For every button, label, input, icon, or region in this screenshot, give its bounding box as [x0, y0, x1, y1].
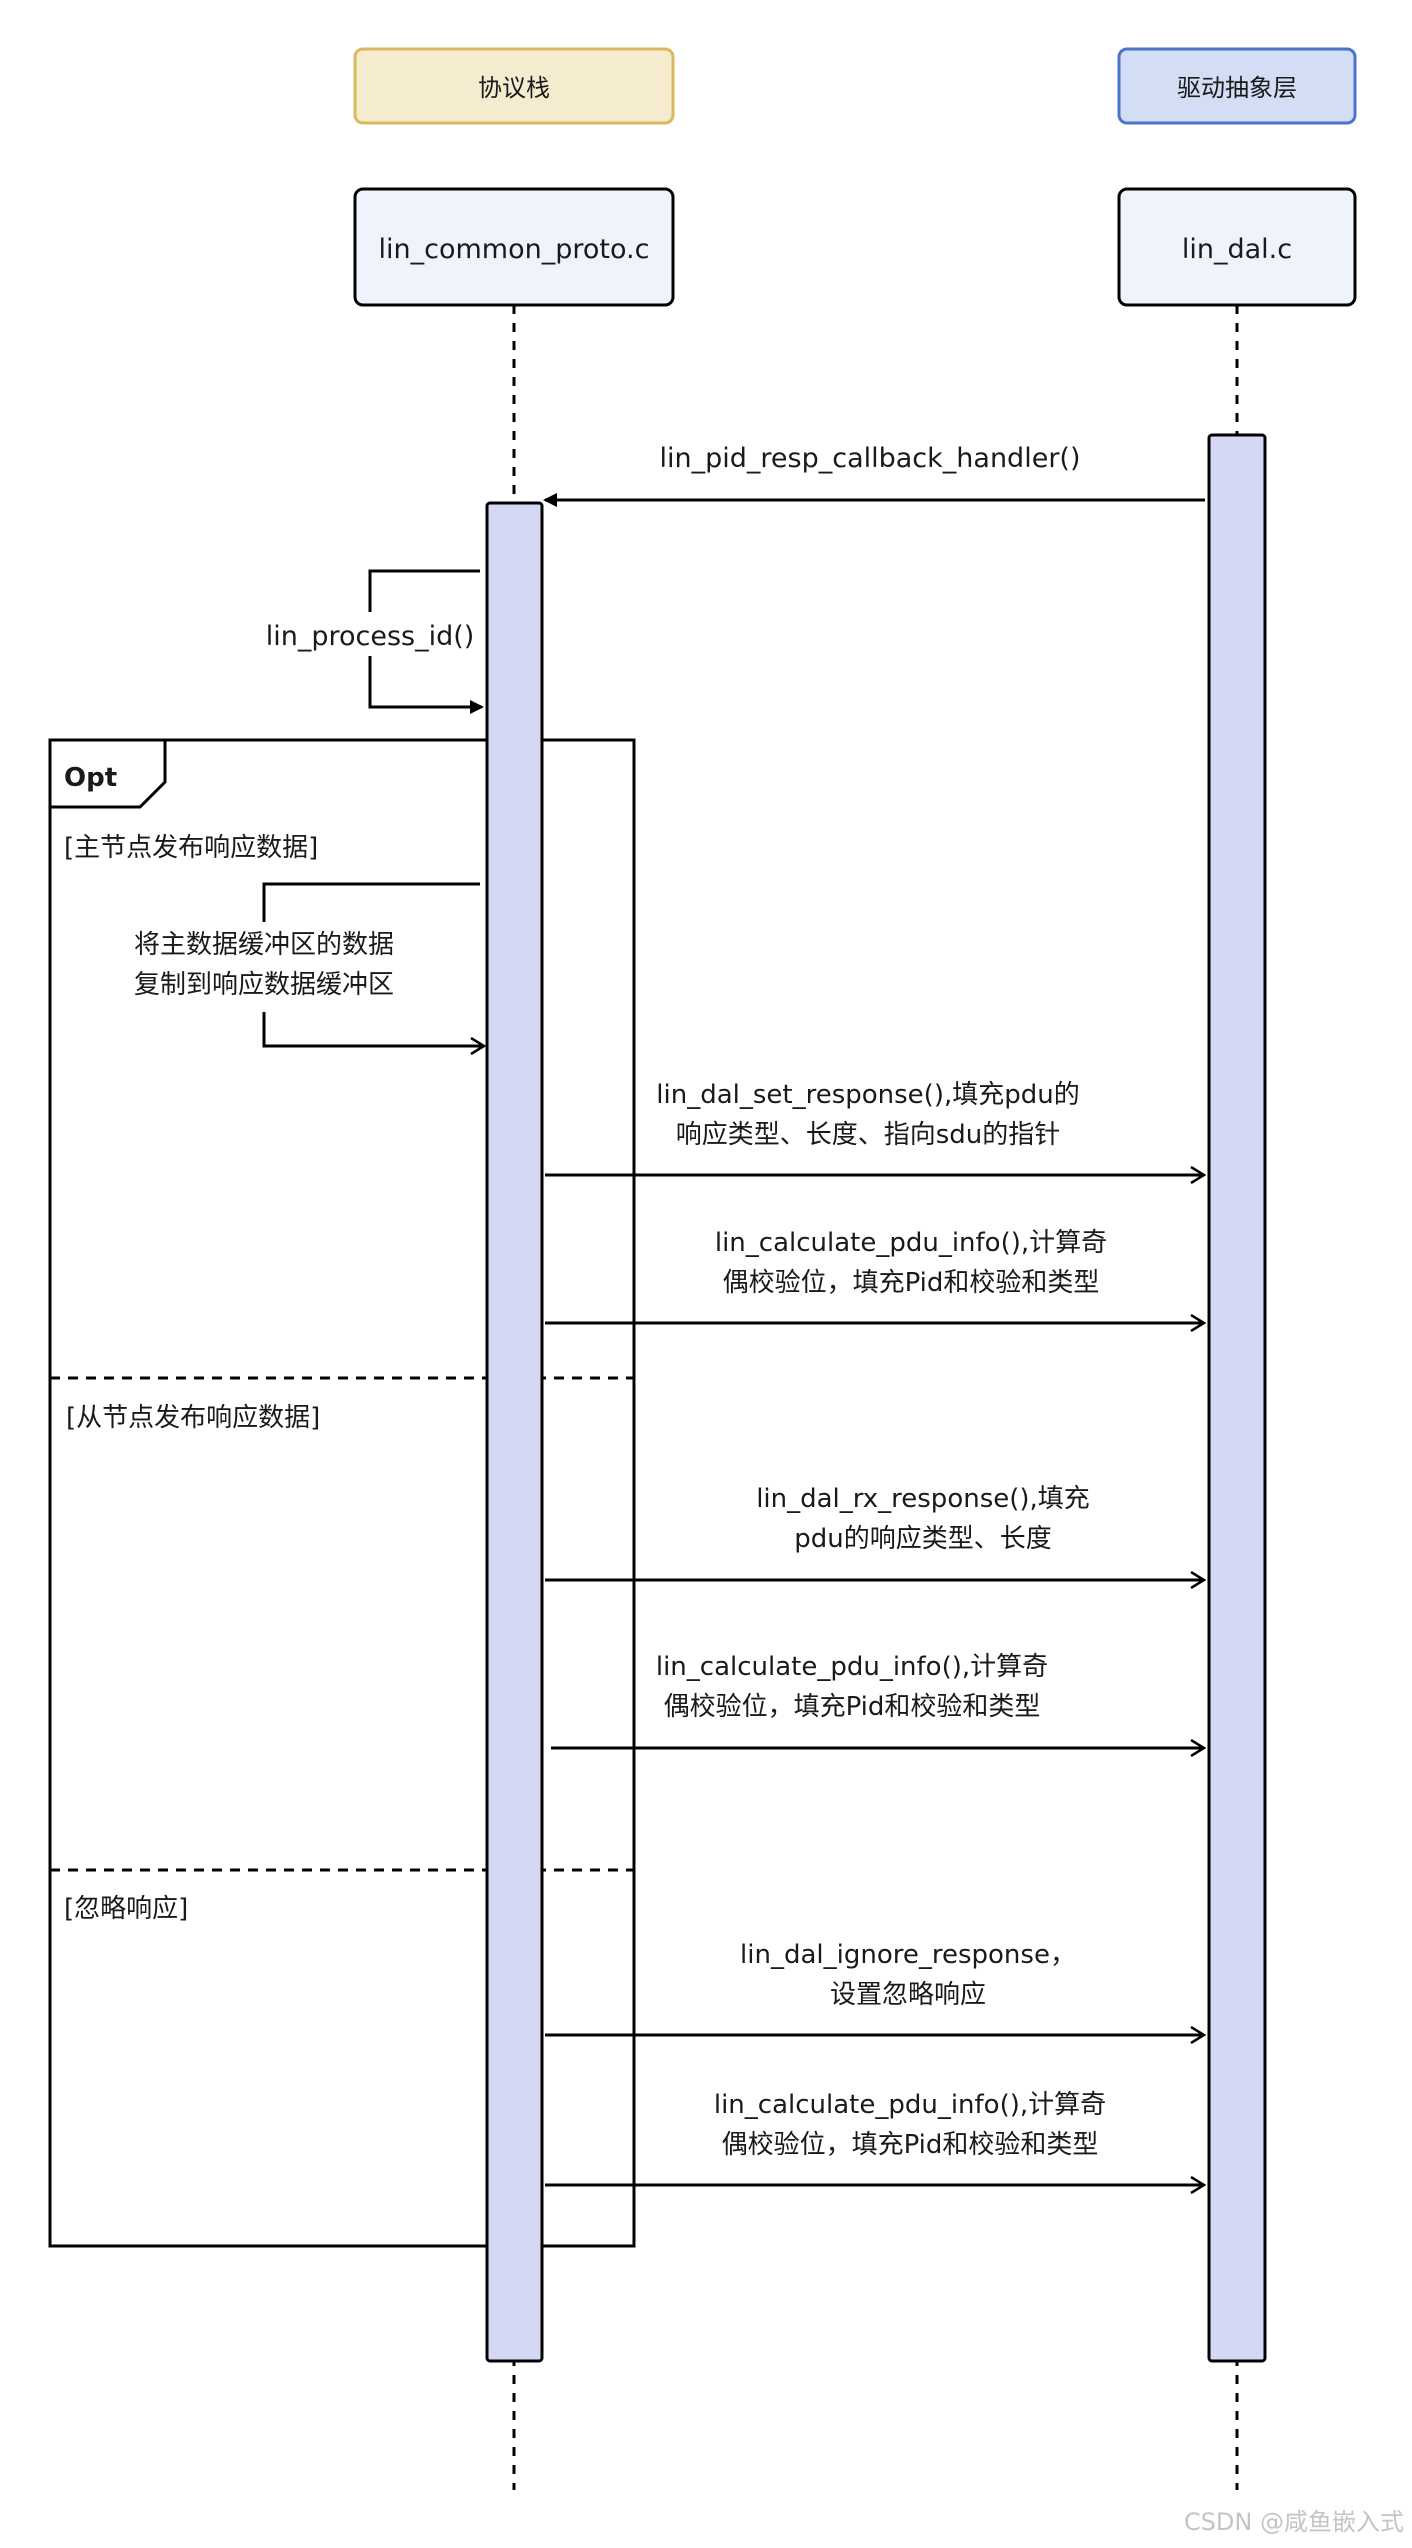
guard-master-publish: [主节点发布响应数据]	[64, 833, 318, 863]
guard-slave-publish: [从节点发布响应数据]	[66, 1403, 320, 1433]
message-copy-buffer-line2: 复制到响应数据缓冲区	[134, 970, 394, 1000]
message-calc-pdu-info-2-line2: 偶校验位，填充Pid和校验和类型	[664, 1692, 1041, 1722]
message-ignore-response-line2: 设置忽略响应	[830, 1980, 986, 2010]
group-protocol-stack-label: 协议栈	[478, 74, 550, 102]
participant-proto-label: lin_common_proto.c	[379, 234, 650, 265]
participant-proto: lin_common_proto.c	[353, 187, 675, 307]
message-set-response: lin_dal_set_response(),填充pdu的 响应类型、长度、指向…	[545, 1080, 1204, 1175]
participant-dal: lin_dal.c	[1117, 187, 1357, 307]
message-callback-label: lin_pid_resp_callback_handler()	[660, 443, 1081, 474]
opt-fragment-label: Opt	[64, 763, 117, 793]
message-copy-buffer: 将主数据缓冲区的数据 复制到响应数据缓冲区	[120, 882, 484, 1046]
message-copy-buffer-line1: 将主数据缓冲区的数据	[134, 930, 394, 960]
message-calc-pdu-info-1-line1: lin_calculate_pdu_info(),计算奇	[715, 1228, 1107, 1258]
message-process-id-label: lin_process_id()	[266, 621, 475, 652]
activation-dal	[1207, 433, 1267, 2363]
message-calc-pdu-info-2-line1: lin_calculate_pdu_info(),计算奇	[656, 1652, 1048, 1682]
group-driver-abstraction-label: 驱动抽象层	[1177, 74, 1297, 102]
watermark: CSDN @咸鱼嵌入式	[1184, 2508, 1404, 2536]
activation-proto	[485, 501, 544, 2363]
group-driver-abstraction: 驱动抽象层	[1117, 47, 1357, 125]
message-set-response-line1: lin_dal_set_response(),填充pdu的	[656, 1080, 1079, 1110]
message-callback: lin_pid_resp_callback_handler()	[543, 443, 1205, 507]
message-calc-pdu-info-1-line2: 偶校验位，填充Pid和校验和类型	[723, 1268, 1100, 1298]
message-set-response-line2: 响应类型、长度、指向sdu的指针	[676, 1120, 1061, 1150]
message-rx-response-line2: pdu的响应类型、长度	[794, 1524, 1052, 1554]
participant-dal-label: lin_dal.c	[1182, 234, 1292, 265]
message-calc-pdu-info-3-line2: 偶校验位，填充Pid和校验和类型	[722, 2130, 1099, 2160]
message-rx-response: lin_dal_rx_response(),填充 pdu的响应类型、长度	[545, 1484, 1204, 1580]
message-calc-pdu-info-3-line1: lin_calculate_pdu_info(),计算奇	[714, 2090, 1106, 2120]
guard-ignore-response: [忽略响应]	[64, 1894, 188, 1924]
opt-fragment: Opt [主节点发布响应数据] [从节点发布响应数据] [忽略响应]	[48, 738, 636, 2248]
message-ignore-response-line1: lin_dal_ignore_response，	[740, 1940, 1076, 1970]
message-ignore-response: lin_dal_ignore_response， 设置忽略响应	[545, 1940, 1204, 2035]
message-process-id: lin_process_id()	[262, 569, 484, 714]
message-calc-pdu-info-2: lin_calculate_pdu_info(),计算奇 偶校验位，填充Pid和…	[551, 1652, 1204, 1748]
message-rx-response-line1: lin_dal_rx_response(),填充	[756, 1484, 1090, 1514]
message-calc-pdu-info-3: lin_calculate_pdu_info(),计算奇 偶校验位，填充Pid和…	[545, 2090, 1204, 2185]
message-calc-pdu-info-1: lin_calculate_pdu_info(),计算奇 偶校验位，填充Pid和…	[545, 1228, 1204, 1323]
group-protocol-stack: 协议栈	[353, 47, 675, 125]
